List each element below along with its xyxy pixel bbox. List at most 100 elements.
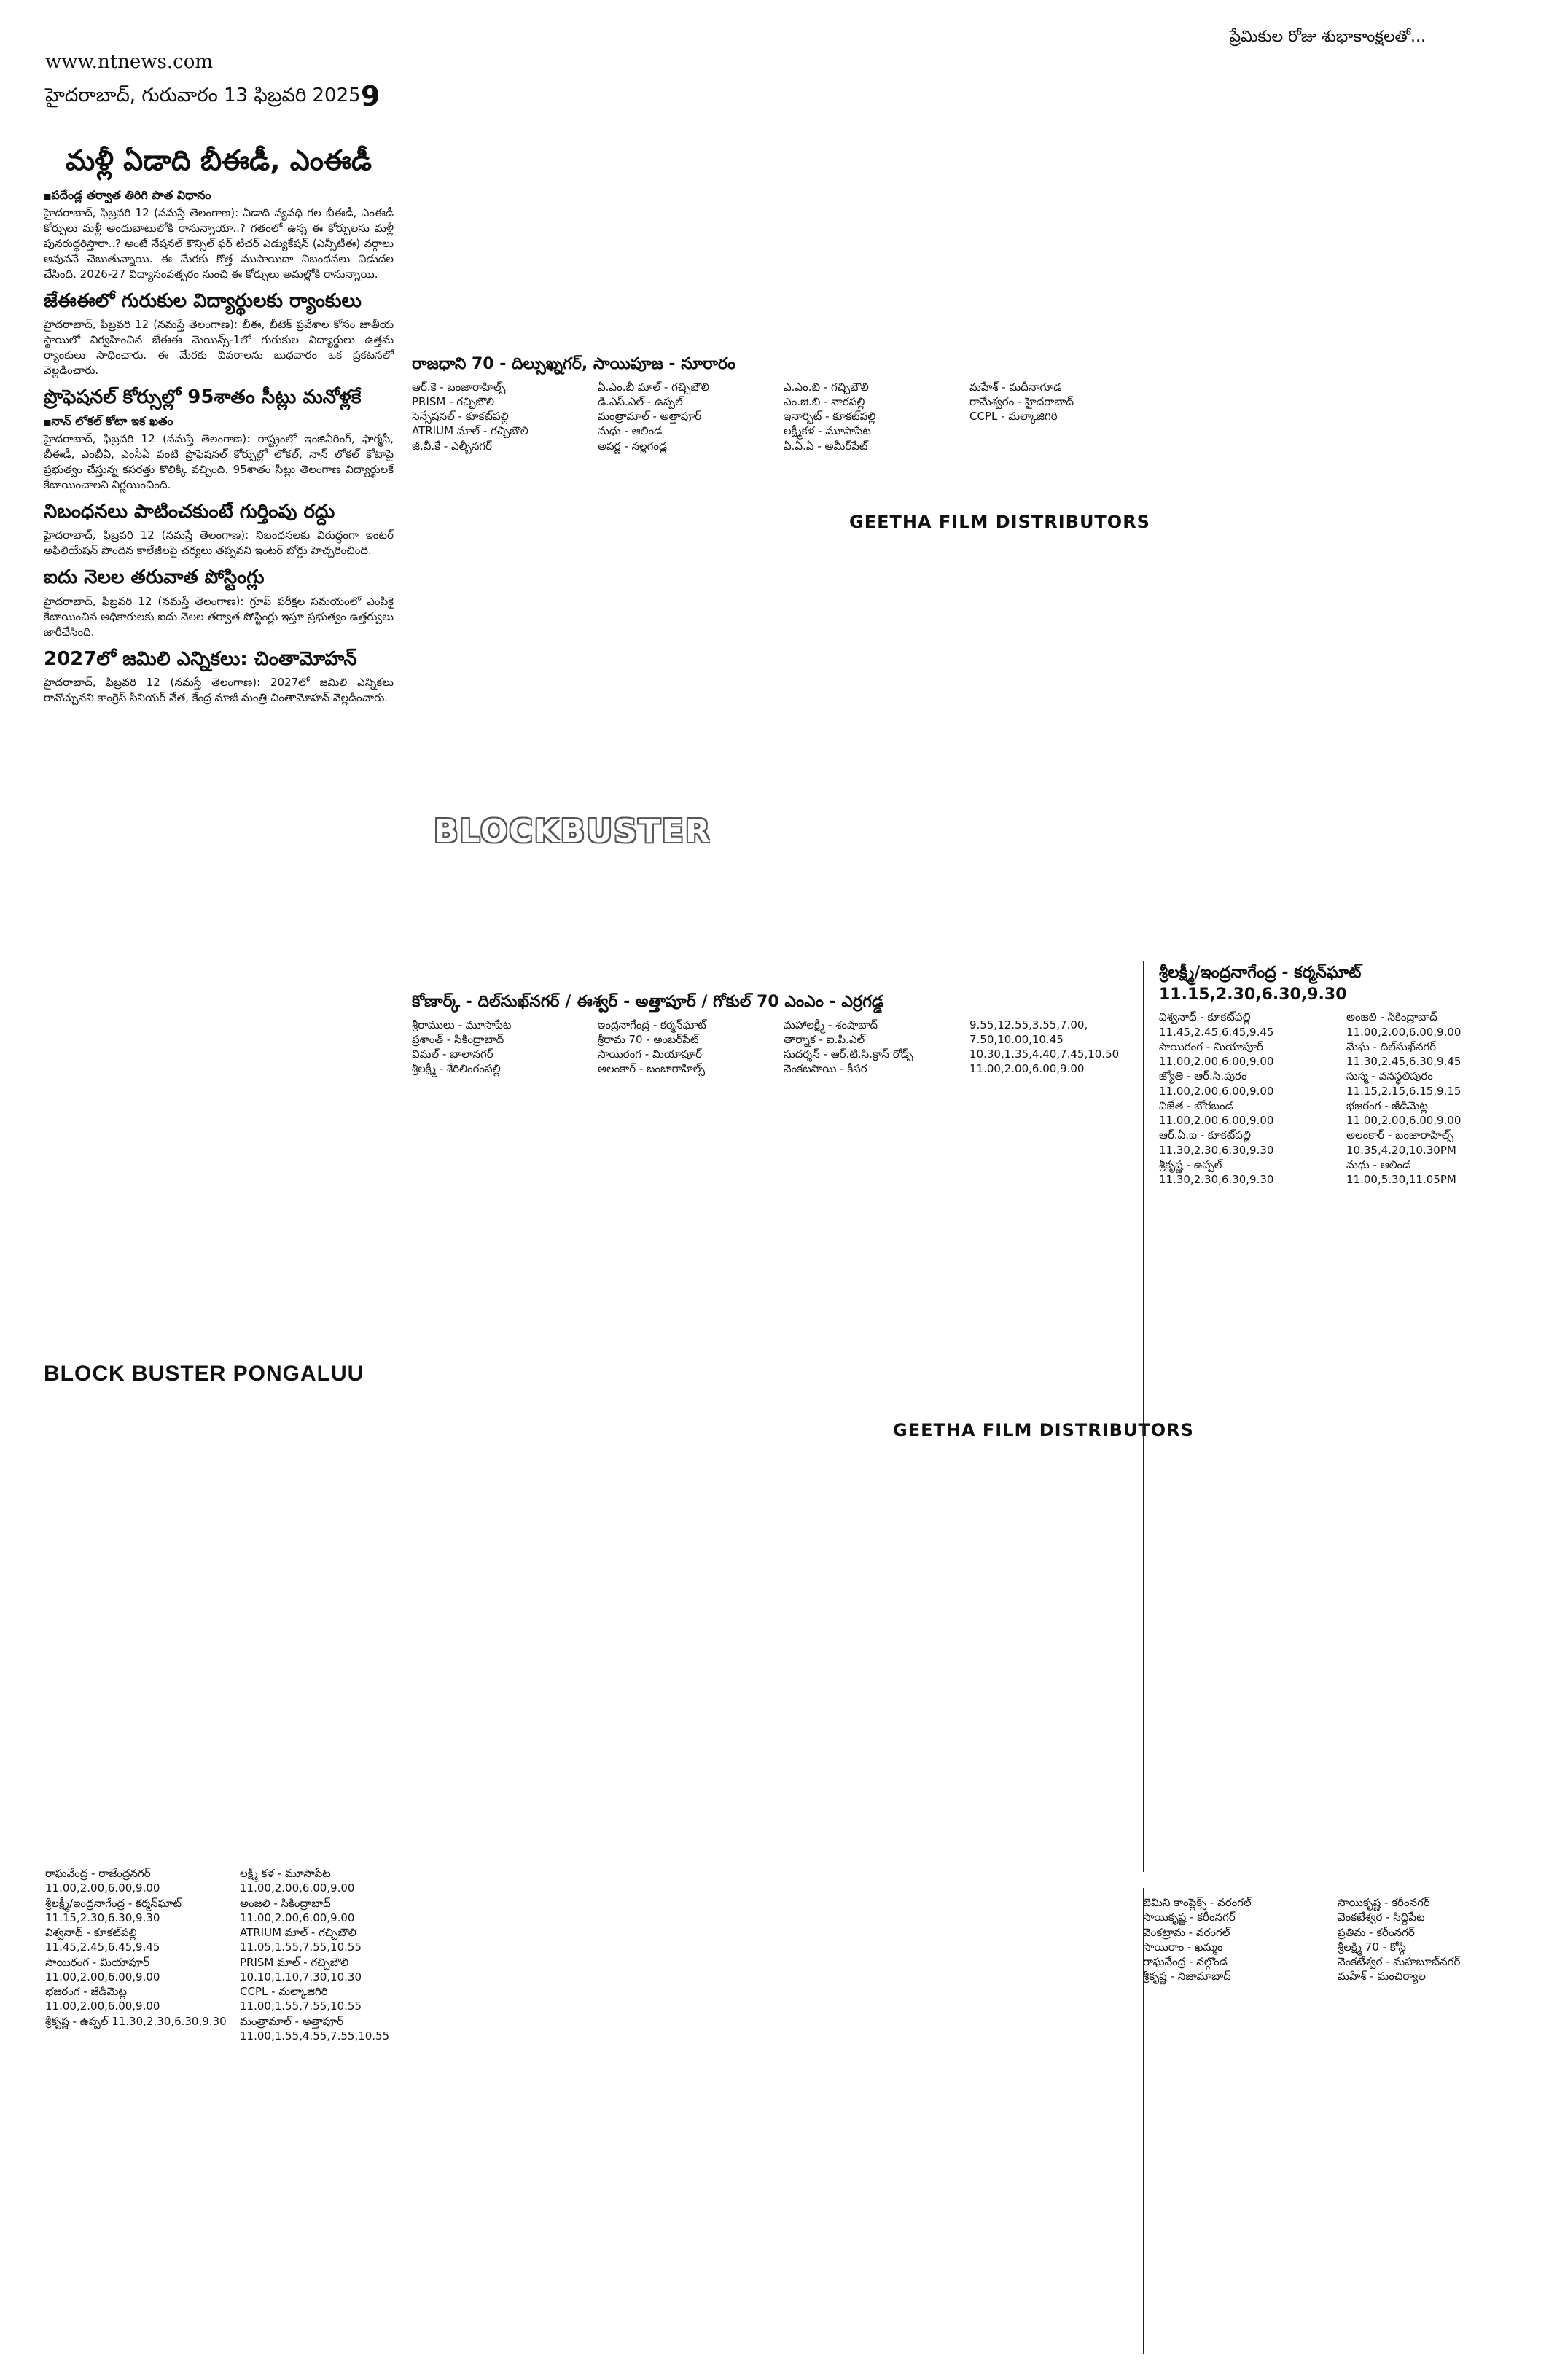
list-item: వెంకటేశ్వర - మహబూబ్‌నగర్	[1338, 1955, 1461, 1968]
list-item: మహేశ్ - మంచిర్యాల	[1338, 1970, 1426, 1983]
listing-block-a: రాజధాని 70 - దిల్సుఖ్నగర్, సాయిపూజ - సూర…	[412, 354, 1141, 453]
theatre-list: జెమిని కాంప్లెక్స్ - వరంగల్ సాయికృష్ణ - …	[1143, 1895, 1522, 1984]
list-item: మధు - ఆలిండ	[598, 424, 663, 438]
list-item: జ్యోతి - ఆర్.సి.పురం 11.00,2.00,6.00,9.0…	[1159, 1069, 1274, 1098]
listing-heading: శ్రీలక్ష్మీ/ఇంద్రనాగేంద్ర - కర్మన్‌ఘాట్ …	[1159, 964, 1362, 1004]
list-item: సుదర్శన్ - ఆర్.టి.సి.క్రాస్ రోడ్స్	[784, 1047, 913, 1061]
list-item: రాఘవేంద్ర - రాజేంద్రనగర్ 11.00,2.00,6.00…	[45, 1867, 160, 1895]
list-item: సాయిరాం - ఖమ్మం	[1143, 1940, 1223, 1954]
pongal-strip: BLOCK BUSTER PONGALUU	[44, 1362, 364, 1386]
list-item: 9.55,12.55,3.55,7.00, 7.50,10.00,10.45	[969, 1018, 1088, 1046]
list-item: మంత్రామాల్ - అత్తాపూర్ 11.00,1.55,4.55,7…	[240, 2014, 390, 2042]
list-item: ఏ.ఎం.బీ మాల్ - గచ్చిబౌలి	[598, 380, 709, 394]
list-item: శ్రీరామ 70 - అంబర్‌పేట్	[598, 1032, 699, 1046]
list-item: 10.30,1.35,4.40,7.45,10.50	[969, 1047, 1120, 1061]
article-paragraph: హైదరాబాద్, ఫిబ్రవరి 12 (నమస్తే తెలంగాణ):…	[44, 317, 394, 377]
list-item: ఎ.ఎం.బి - గచ్చిబౌలి	[784, 380, 869, 394]
article-headline: 2027లో జమిలి ఎన్నికలు: చింతామోహన్	[44, 647, 357, 670]
article-headline: ఐదు నెలల తరువాత పోస్టింగ్లు	[44, 566, 265, 589]
distributor-name: GEETHA FILM DISTRIBUTORS	[849, 512, 1150, 532]
list-item: మహేశ్ - మదీనాగూడ	[969, 380, 1062, 394]
listing-heading: రాజధాని 70 - దిల్సుఖ్నగర్, సాయిపూజ - సూర…	[412, 355, 736, 373]
list-item: ఆర్.కె - బంజారాహిల్స్	[412, 380, 506, 394]
theatre-list: ఆర్.కె - బంజారాహిల్స్ PRISM - గచ్చిబౌలి …	[412, 380, 1141, 453]
list-item: సాయిరంగ - మియాపూర్ 11.00,2.00,6.00,9.00	[1159, 1039, 1274, 1069]
list-item: మేఘ - దిల్‌సుఖ్‌నగర్ 11.30,2.45,6.30,9.4…	[1346, 1039, 1462, 1069]
list-item: డి.ఎస్.ఎల్ - ఉప్పల్	[598, 394, 683, 408]
article-paragraph: హైదరాబాద్, ఫిబ్రవరి 12 (నమస్తే తెలంగాణ):…	[44, 675, 394, 704]
list-item: రాఘవేంద్ర - నల్గొండ	[1143, 1955, 1228, 1968]
list-item: PRISM - గచ్చిబౌలి	[412, 394, 495, 408]
listing-block-d: రాఘవేంద్ర - రాజేంద్రనగర్ 11.00,2.00,6.00…	[45, 1866, 424, 2043]
list-item: ప్రశాంత్ - సికింద్రాబాద్	[412, 1032, 504, 1046]
list-item: వెంకట్రామ - వరంగల్	[1143, 1925, 1230, 1939]
blockbuster-title: BLOCKBUSTER	[434, 813, 711, 850]
list-item: విజేత - బోరబండ 11.00,2.00,6.00,9.00	[1159, 1099, 1274, 1128]
list-item: భజరంగ - జీడిమెట్ల 11.00,2.00,6.00,9.00	[45, 1985, 160, 2013]
list-item: సాయిరంగ - మియాపూర్ 11.00,2.00,6.00,9.00	[45, 1955, 160, 1983]
listing-block-e: జెమిని కాంప్లెక్స్ - వరంగల్ సాయికృష్ణ - …	[1143, 1895, 1522, 1984]
list-item: శ్రీలక్ష్మీ - శేరిలింగంపల్లి	[412, 1062, 501, 1076]
list-item: అపర్ణ - నల్లగండ్ల	[598, 439, 668, 453]
list-item: సాయికృష్ణ - కరీంనగర్	[1338, 1896, 1430, 1909]
column-rule	[1143, 1888, 1144, 2354]
site-url: www.ntnews.com	[45, 51, 214, 73]
list-item: ATRIUM మాల్ - గచ్చిబౌలి 11.05,1.55,7.55,…	[240, 1926, 362, 1954]
dateline: హైదరాబాద్, గురువారం 13 ఫిబ్రవరి 2025	[45, 85, 361, 106]
list-item: CCPL - మల్కాజిగిరి	[969, 410, 1058, 424]
article-headline: జేఈఈలో గురుకుల విద్యార్థులకు ర్యాంకులు	[44, 289, 362, 312]
list-item: విమల్ - బాలానగర్	[412, 1047, 493, 1061]
list-item: లక్ష్మీకళ - మూసాపేట	[784, 424, 871, 438]
list-item: లక్ష్మీ కళ - మూసాపేట 11.00,2.00,6.00,9.0…	[240, 1867, 355, 1895]
bullet-point: పదేండ్ల తర్వాత తిరిగి పాత విధానం	[44, 187, 394, 203]
list-item: సుస్మ - వనస్థలిపురం 11.15,2.15,6.15,9.15	[1346, 1069, 1462, 1098]
news-column: మళ్లీ ఏడాది బీఈడీ, ఎంఈడీ పదేండ్ల తర్వాత …	[44, 138, 394, 711]
list-item: వెంకటసాయి - కీసర	[784, 1062, 867, 1076]
list-item: ఇనార్బిట్ - కూకట్‌పల్లి	[784, 410, 876, 424]
list-item: ఆర్.ఏ.ఐ - కూకట్‌పల్లి 11.30,2.30,6.30,9.…	[1159, 1128, 1274, 1157]
article-paragraph: హైదరాబాద్, ఫిబ్రవరి 12 (నమస్తే తెలంగాణ):…	[44, 528, 394, 558]
article-headline: నిబంధనలు పాటించకుంటే గుర్తింపు రద్దు	[44, 500, 335, 523]
list-item: తార్నాక - ఐ.పి.ఎల్	[784, 1032, 865, 1046]
list-item: అలంకార్ - బంజారాహిల్స్	[598, 1062, 706, 1076]
list-item: ఏ.ఏ.ఏ - అమీర్‌పేట్	[784, 439, 868, 453]
article-headline: ప్రొఫెషనల్ కోర్సుల్లో 95శాతం సీట్లు మనోళ…	[44, 386, 362, 408]
list-item: ప్రతిమ - కరీంనగర్	[1338, 1925, 1415, 1939]
article-paragraph: హైదరాబాద్, ఫిబ్రవరి 12 (నమస్తే తెలంగాణ):…	[44, 206, 394, 281]
distributor-name: GEETHA FILM DISTRIBUTORS	[893, 1420, 1194, 1440]
listing-block-c: కోణార్క్ - దిల్‌సుఖ్‌నగర్ / ఈశ్వర్ - అత్…	[412, 991, 1141, 1077]
list-item: ఇంద్రనాగేంద్ర - కర్మన్‌ఘాట్	[598, 1018, 706, 1031]
list-item: ATRIUM మాల్ - గచ్చిబౌలి	[412, 424, 528, 438]
list-item: మహాలక్ష్మీ - శంషాబాద్	[784, 1018, 878, 1031]
list-item: శ్రీలక్ష్మీ/ఇంద్రనాగేంద్ర - కర్మన్‌ఘాట్ …	[45, 1896, 182, 1924]
list-item: సెన్సేషనల్ - కూకట్‌పల్లి	[412, 410, 509, 424]
list-item: శ్రీకృష్ణ - నిజామాబాద్	[1143, 1970, 1231, 1983]
list-item: విశ్వనాథ్ - కూకట్‌పల్లి 11.45,2.45,6.45,…	[45, 1926, 160, 1954]
list-item: PRISM మాల్ - గచ్చిబౌలి 10.10,1.10,7.30,1…	[240, 1955, 362, 1983]
bullet-point: నాన్ లోకల్ కోటా ఇక ఖతం	[44, 413, 394, 429]
list-item: జీ.వీ.కే - ఎల్బీనగర్	[412, 439, 493, 453]
listing-heading: కోణార్క్ - దిల్‌సుఖ్‌నగర్ / ఈశ్వర్ - అత్…	[412, 993, 884, 1011]
list-item: విశ్వనాథ్ - కూకట్‌పల్లి 11.45,2.45,6.45,…	[1159, 1010, 1274, 1039]
list-item: రామేశ్వరం - హైదరాబాద్	[969, 394, 1074, 408]
article-paragraph: హైదరాబాద్, ఫిబ్రవరి 12 (నమస్తే తెలంగాణ):…	[44, 594, 394, 639]
main-headline: మళ్లీ ఏడాది బీఈడీ, ఎంఈడీ	[66, 144, 372, 176]
list-item: భజరంగ - జీడిమెట్ల 11.00,2.00,6.00,9.00	[1346, 1099, 1462, 1128]
theatre-list: రాఘవేంద్ర - రాజేంద్రనగర్ 11.00,2.00,6.00…	[45, 1866, 424, 2043]
page-number: 9	[361, 80, 381, 112]
list-item: అంజలి - సికింద్రాబాద్ 11.00,2.00,6.00,9.…	[240, 1896, 355, 1924]
list-item: 11.00,2.00,6.00,9.00	[969, 1062, 1085, 1076]
list-item: అలంకార్ - బంజారాహిల్స్ 10.35,4.20,10.30P…	[1346, 1128, 1456, 1157]
list-item: సాయిరంగ - మియాపూర్	[598, 1047, 702, 1061]
theatre-list: శ్రీరాములు - మూసాపేట ప్రశాంత్ - సికింద్ర…	[412, 1018, 1141, 1077]
listing-block-b: శ్రీలక్ష్మీ/ఇంద్రనాగేంద్ర - కర్మన్‌ఘాట్ …	[1159, 962, 1523, 1187]
valentine-greeting: ప్రేమికుల రోజు శుభాకాంక్షలతో...	[1229, 28, 1426, 46]
list-item: వెంకటేశ్వర - సిద్దిపేట	[1338, 1911, 1425, 1924]
list-item: మంత్రామాల్ - అత్తాపూర్	[598, 410, 702, 424]
article-paragraph: హైదరాబాద్, ఫిబ్రవరి 12 (నమస్తే తెలంగాణ):…	[44, 432, 394, 491]
list-item: శ్రీకృష్ణ - ఉప్పల్ 11.30,2.30,6.30,9.30	[45, 2014, 227, 2028]
list-item: జెమిని కాంప్లెక్స్ - వరంగల్	[1143, 1896, 1252, 1909]
column-rule	[1143, 961, 1144, 1872]
list-item: సాయికృష్ణ - కరీంనగర్	[1143, 1911, 1236, 1924]
list-item: CCPL - మల్కాజిగిరి 11.00,1.55,7.55,10.55	[240, 1985, 362, 2013]
